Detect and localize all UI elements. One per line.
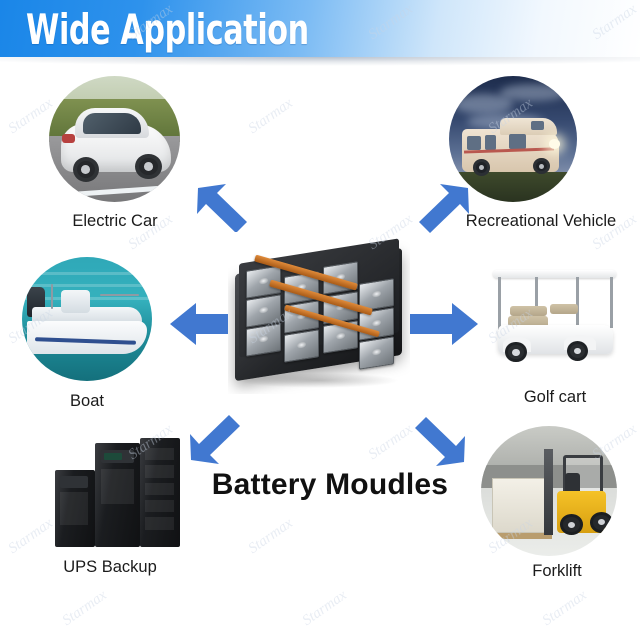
caption-recreational-vehicle: Recreational Vehicle xyxy=(465,212,617,230)
watermark-text: Starmax xyxy=(245,95,296,137)
boat-photo xyxy=(22,257,152,381)
arrow-down-left xyxy=(185,410,247,470)
watermark-text: Starmax xyxy=(5,515,56,557)
forklift-photo xyxy=(481,426,617,556)
arrow-right xyxy=(406,300,480,348)
caption-golf-cart: Golf cart xyxy=(523,388,587,406)
caption-ups-backup: UPS Backup xyxy=(63,558,157,576)
header-shadow xyxy=(0,57,640,66)
caption-boat: Boat xyxy=(70,392,104,410)
arrow-up-left xyxy=(192,178,254,238)
recreational-vehicle-photo xyxy=(449,76,577,202)
watermark-text: Starmax xyxy=(59,587,110,629)
electric-car-photo xyxy=(49,76,180,202)
arrow-up-right xyxy=(412,178,474,238)
golf-cart-photo xyxy=(484,258,627,378)
caption-forklift: Forklift xyxy=(532,562,582,580)
watermark-text: Starmax xyxy=(245,515,296,557)
battery-module-photo xyxy=(228,232,410,394)
watermark-text: Starmax xyxy=(539,587,590,629)
arrow-left xyxy=(168,300,242,348)
watermark-text: Starmax xyxy=(299,587,350,629)
center-title: Battery Moudles xyxy=(211,468,449,501)
arrow-down-right xyxy=(408,412,470,472)
header-banner: Wide Application xyxy=(0,0,640,57)
ups-backup-photo xyxy=(52,428,204,552)
page-title: Wide Application xyxy=(26,5,309,54)
caption-electric-car: Electric Car xyxy=(72,212,158,230)
